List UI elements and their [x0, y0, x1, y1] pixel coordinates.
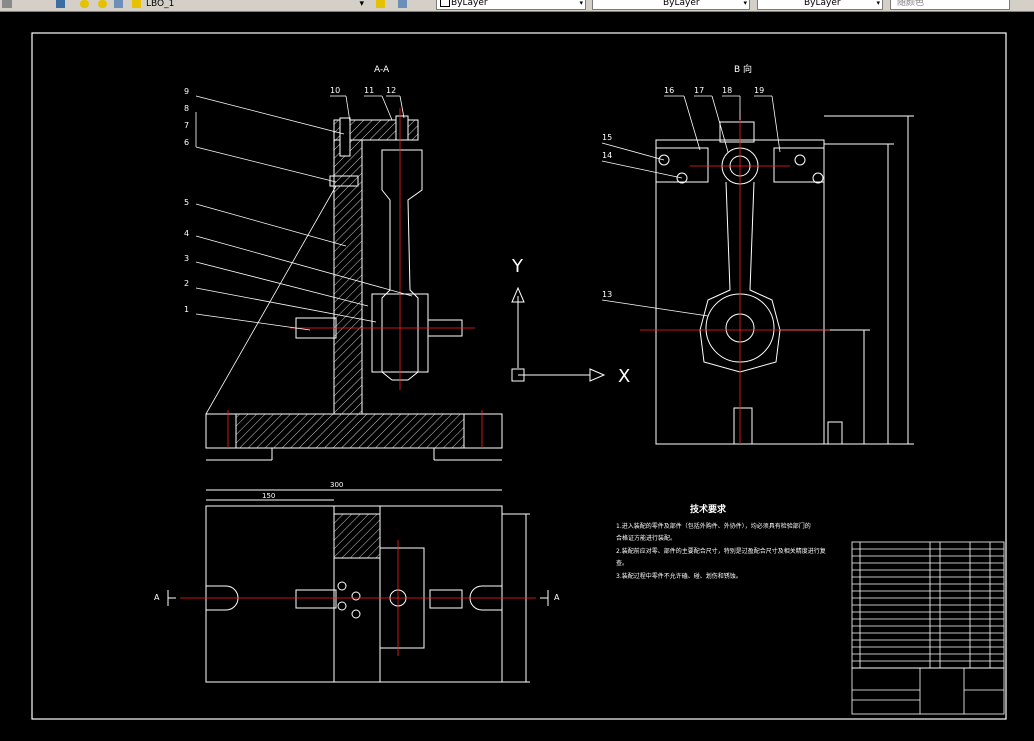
section-label: A-A — [374, 65, 390, 75]
chevron-down-icon: ▾ — [876, 0, 880, 7]
tech-line: 3.装配过程中零件不允许磕、碰、划伤和锈蚀。 — [616, 572, 742, 580]
right-clamp — [773, 147, 825, 183]
tech-requirements: 1.进入装配的零件及部件（包括外购件、外协件），均必须具有检验部门的 合格证方能… — [616, 522, 826, 580]
bolt-hole — [794, 154, 806, 166]
right-top-callouts: 16 17 18 19 — [664, 86, 764, 95]
plan-view — [167, 489, 549, 683]
bolt-hole — [658, 154, 670, 166]
lock-icon[interactable] — [114, 0, 123, 8]
ucs-y-label: Y — [511, 256, 524, 277]
linetype-combo[interactable]: ByLayer ▾ — [592, 0, 750, 10]
tech-requirements-title: 技术要求 — [690, 503, 727, 515]
plan-hole — [337, 601, 347, 611]
chevron-down-icon: ▾ — [743, 0, 747, 7]
color-square-icon — [132, 0, 141, 8]
view-b: B 向 — [655, 63, 914, 445]
lineweight-combo[interactable]: ByLayer ▾ — [757, 0, 883, 10]
plan-clamp-hatch — [333, 513, 381, 559]
callout-14: 14 — [602, 151, 612, 160]
right-leaders — [601, 95, 781, 317]
ucs-icon — [511, 286, 606, 382]
bolt-hole — [676, 172, 688, 184]
callout-4: 4 — [184, 229, 189, 238]
layer-combo[interactable]: LBO_1 ▾ — [146, 0, 366, 10]
bolt-hole — [812, 172, 824, 184]
callout-2: 2 — [184, 279, 189, 288]
top-boss — [719, 121, 755, 143]
callout-19: 19 — [754, 86, 764, 95]
plotstyle-combo[interactable]: 随颜色 — [890, 0, 1010, 10]
top-bolt — [339, 117, 351, 157]
layer-manager-icon[interactable] — [2, 0, 12, 8]
dim-150: 150 — [262, 492, 275, 500]
tech-line: 2.装配前应对零、部件的主要配合尺寸，特别是过盈配合尺寸及相关精度进行复 — [616, 547, 826, 555]
color-combo-value: ByLayer — [451, 0, 488, 8]
chevron-down-icon: ▾ — [359, 0, 364, 9]
plan-hole — [351, 591, 361, 601]
callout-9: 9 — [184, 87, 189, 96]
section-view: A-A — [205, 65, 503, 461]
bulb-icon[interactable] — [80, 0, 89, 8]
callout-16: 16 — [664, 86, 674, 95]
lineweight-combo-value: ByLayer — [804, 0, 841, 8]
callout-6: 6 — [184, 138, 189, 147]
callout-8: 8 — [184, 104, 189, 113]
dim-box — [827, 421, 843, 445]
top-callouts: 10 11 12 — [330, 86, 396, 95]
callout-3: 3 — [184, 254, 189, 263]
callout-7: 7 — [184, 121, 189, 130]
make-current-icon[interactable] — [376, 0, 385, 8]
connecting-rod-side — [381, 149, 423, 381]
base-slot-right — [463, 413, 503, 449]
locating-pin — [329, 175, 359, 187]
tech-line: 查。 — [616, 559, 628, 567]
linetype-combo-value: ByLayer — [663, 0, 700, 8]
drawing-canvas[interactable]: A-A — [0, 12, 1034, 741]
base-slot-left — [205, 413, 237, 449]
callout-11: 11 — [364, 86, 374, 95]
tech-line: 1.进入装配的零件及部件（包括外购件、外协件），均必须具有检验部门的 — [616, 522, 811, 530]
drawing-border — [31, 32, 1007, 720]
callout-5: 5 — [184, 198, 189, 207]
sun-icon[interactable] — [98, 0, 107, 8]
callout-18: 18 — [722, 86, 732, 95]
callout-13: 13 — [602, 290, 612, 299]
plan-centerlines — [180, 540, 536, 656]
left-leaders — [195, 95, 413, 415]
section-mark-right: A — [554, 593, 560, 602]
section-centerlines — [227, 108, 483, 448]
callout-1: 1 — [184, 305, 189, 314]
left-callouts: 9 8 7 6 5 4 3 2 1 — [184, 87, 189, 314]
tech-line: 合格证方能进行装配。 — [616, 534, 676, 542]
layer-combo-value: LBO_1 — [146, 0, 175, 9]
plan-hole — [337, 581, 347, 591]
ucs-x-label: X — [618, 366, 630, 387]
layer-state-icon[interactable] — [56, 0, 65, 8]
callout-15: 15 — [602, 133, 612, 142]
layer-previous-icon[interactable] — [398, 0, 407, 8]
plan-hole — [351, 609, 361, 619]
callout-10: 10 — [330, 86, 340, 95]
section-mark-left: A — [154, 593, 160, 602]
dim-300: 300 — [330, 481, 343, 489]
right-side-callouts: 15 14 13 — [602, 133, 612, 299]
plotstyle-combo-value: 随颜色 — [897, 0, 925, 8]
view-label: B 向 — [734, 63, 752, 75]
title-block — [851, 541, 1005, 715]
top-leaders — [330, 95, 405, 123]
plan-right-bolt — [429, 589, 463, 609]
title-area — [851, 667, 1005, 715]
left-clamp — [655, 147, 709, 183]
base-plate — [205, 413, 503, 449]
top-nut — [395, 115, 409, 141]
color-combo[interactable]: ByLayer ▾ — [436, 0, 586, 10]
bottom-slot — [733, 407, 753, 445]
color-swatch — [440, 0, 450, 7]
properties-toolbar: LBO_1 ▾ ByLayer ▾ ByLayer ▾ ByLayer ▾ 随颜色 — [0, 0, 1034, 12]
view-b-centerlines — [640, 110, 830, 444]
callout-12: 12 — [386, 86, 396, 95]
chevron-down-icon: ▾ — [579, 0, 583, 7]
plan-left-bolt — [295, 589, 337, 609]
callout-17: 17 — [694, 86, 704, 95]
